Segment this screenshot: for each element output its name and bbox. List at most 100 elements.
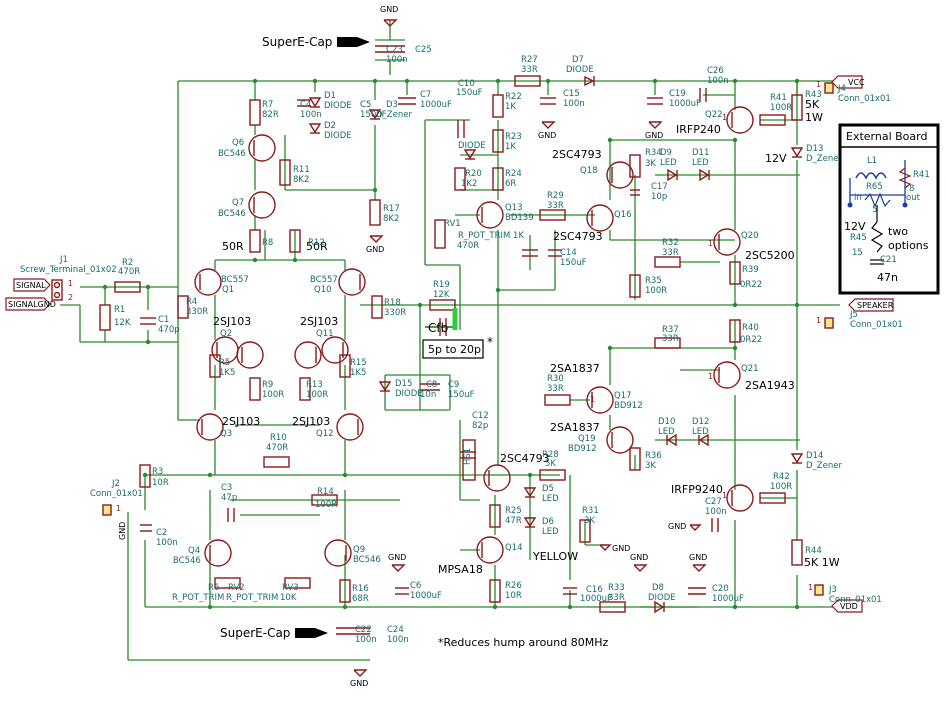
c20-ref: C20 <box>712 584 729 594</box>
svg-text:2: 2 <box>68 293 73 302</box>
r13-ref: R13 <box>306 380 323 390</box>
r4-val: 330R <box>186 307 208 317</box>
q21-ref: Q21 <box>741 364 759 374</box>
d7-val: DIODE <box>566 65 594 75</box>
c12-val: 82p <box>472 421 488 431</box>
c8-ref: C8 <box>426 380 437 390</box>
rv2-val: R_POT_TRIM <box>172 593 224 603</box>
r28-val: 5K <box>545 459 556 469</box>
q16-type: 2SC4793 <box>553 230 603 243</box>
c3-val: 47p <box>221 493 237 503</box>
c12-ref: C12 <box>472 411 489 421</box>
cfb-range-box: 5p to 20p <box>422 339 484 359</box>
q4-type: BC546 <box>173 556 201 566</box>
r12-ref: R12 <box>308 238 325 248</box>
j3-ref: J3 <box>828 585 837 595</box>
d13-val: D_Zener <box>806 154 842 164</box>
r10-val: 470R <box>266 443 288 453</box>
gnd-j2: GND <box>118 522 127 540</box>
r22-val: 1K <box>505 102 516 112</box>
r42-ref: R42 <box>773 472 790 482</box>
q20-type: 2SC5200 <box>745 249 795 262</box>
r37-ref: R37 <box>662 325 679 335</box>
d8-ref: D8 <box>652 583 664 593</box>
q3-type: 2SJ103 <box>222 415 260 428</box>
c6-ref: C6 <box>410 581 421 591</box>
r3-ref: R3 <box>152 467 163 477</box>
c24-val: 100n <box>387 635 409 645</box>
q17-name: 2SA1837 <box>550 362 600 375</box>
gnd-c15: GND <box>538 131 556 140</box>
gnd-symbols <box>353 19 707 677</box>
gnd-c27: GND <box>668 522 686 531</box>
gnd-c6: GND <box>388 553 406 562</box>
gnd-c16: GND <box>630 553 648 562</box>
ext-l1: L1 <box>867 156 877 166</box>
rv1-val: R_POT_TRIM 1K <box>458 231 524 241</box>
ext-12v: 12V <box>844 220 866 233</box>
d6-val: LED <box>542 527 559 537</box>
c22-ref: C22 <box>355 625 372 635</box>
gnd-c19: GND <box>645 131 663 140</box>
r11-ref: R11 <box>293 165 310 175</box>
j4-val: Conn_01x01 <box>838 94 891 104</box>
d1-ref: D1 <box>324 91 336 101</box>
net-names: VCC VDD SPEAKER SIGNAL SIGNALGND GND GND… <box>8 5 894 688</box>
svg-text:1: 1 <box>590 395 595 404</box>
r32-ref: R32 <box>662 238 679 248</box>
q22-type: IRFP240 <box>676 123 721 136</box>
twelve-v-label: 12V <box>765 152 787 165</box>
d5-val: LED <box>542 494 559 504</box>
r34-ref: R34 <box>645 148 662 158</box>
c10-ref: C10 <box>458 79 475 89</box>
c6-val: 1000uF <box>410 591 442 601</box>
r2-val: 470R <box>118 267 140 277</box>
rv1-470: 470R <box>457 241 479 251</box>
r25-ref: R25 <box>505 506 522 516</box>
q11-ref: Q11 <box>316 329 334 339</box>
c25-val: 100n <box>386 55 408 65</box>
d14-ref: D14 <box>806 451 823 461</box>
ext-in: in <box>854 193 862 203</box>
c27-val: 100n <box>705 507 727 517</box>
svg-text:1: 1 <box>816 316 821 325</box>
r31-val: 3K <box>584 516 595 526</box>
r44-ref: R44 <box>805 546 822 556</box>
rv3-ref: RV3 <box>282 583 299 593</box>
q14-type: MPSA18 <box>438 563 483 576</box>
q2-type: 2SJ103 <box>213 315 251 328</box>
c1-val: 470p <box>158 325 180 335</box>
ext-out: out <box>906 193 921 203</box>
c16-val: 1000uF <box>580 594 612 604</box>
c15-ref: C15 <box>563 89 580 99</box>
ext-n5: 5 <box>872 205 877 215</box>
d16-val: DIODE <box>458 141 486 151</box>
c4-val: 100n <box>300 110 322 120</box>
r36-ref: R36 <box>645 451 662 461</box>
r4-ref: R4 <box>186 297 197 307</box>
ext-r65: R65 <box>866 182 883 192</box>
r18-val: 330R <box>384 308 406 318</box>
r18-ref: R18 <box>384 298 401 308</box>
r6-ref: R6 <box>208 583 219 593</box>
supere-cap-arrows <box>295 37 370 638</box>
q1-type: BC557 <box>221 275 249 285</box>
q16-ref: Q16 <box>614 210 632 220</box>
q21-type: 2SA1943 <box>745 379 795 392</box>
r42-val: 100R <box>770 482 792 492</box>
j1-ref: J1 <box>59 255 68 265</box>
r1-ref: R1 <box>114 305 125 315</box>
ext-c21-val: 47n <box>877 271 898 284</box>
one-watt-label: 1W <box>805 111 823 124</box>
r31-ref: R31 <box>582 506 599 516</box>
component-symbols <box>51 45 834 635</box>
svg-text:1: 1 <box>68 279 73 288</box>
r16-val: 68R <box>352 594 369 604</box>
d15-val: DIODE <box>395 389 423 399</box>
q17-type: BD912 <box>614 401 643 411</box>
junction-dots <box>102 78 800 610</box>
c26-ref: C26 <box>707 66 724 76</box>
d12-ref: D12 <box>692 417 709 427</box>
q17-ref: Q17 <box>614 391 632 401</box>
c5-ref: C5 <box>360 100 371 110</box>
